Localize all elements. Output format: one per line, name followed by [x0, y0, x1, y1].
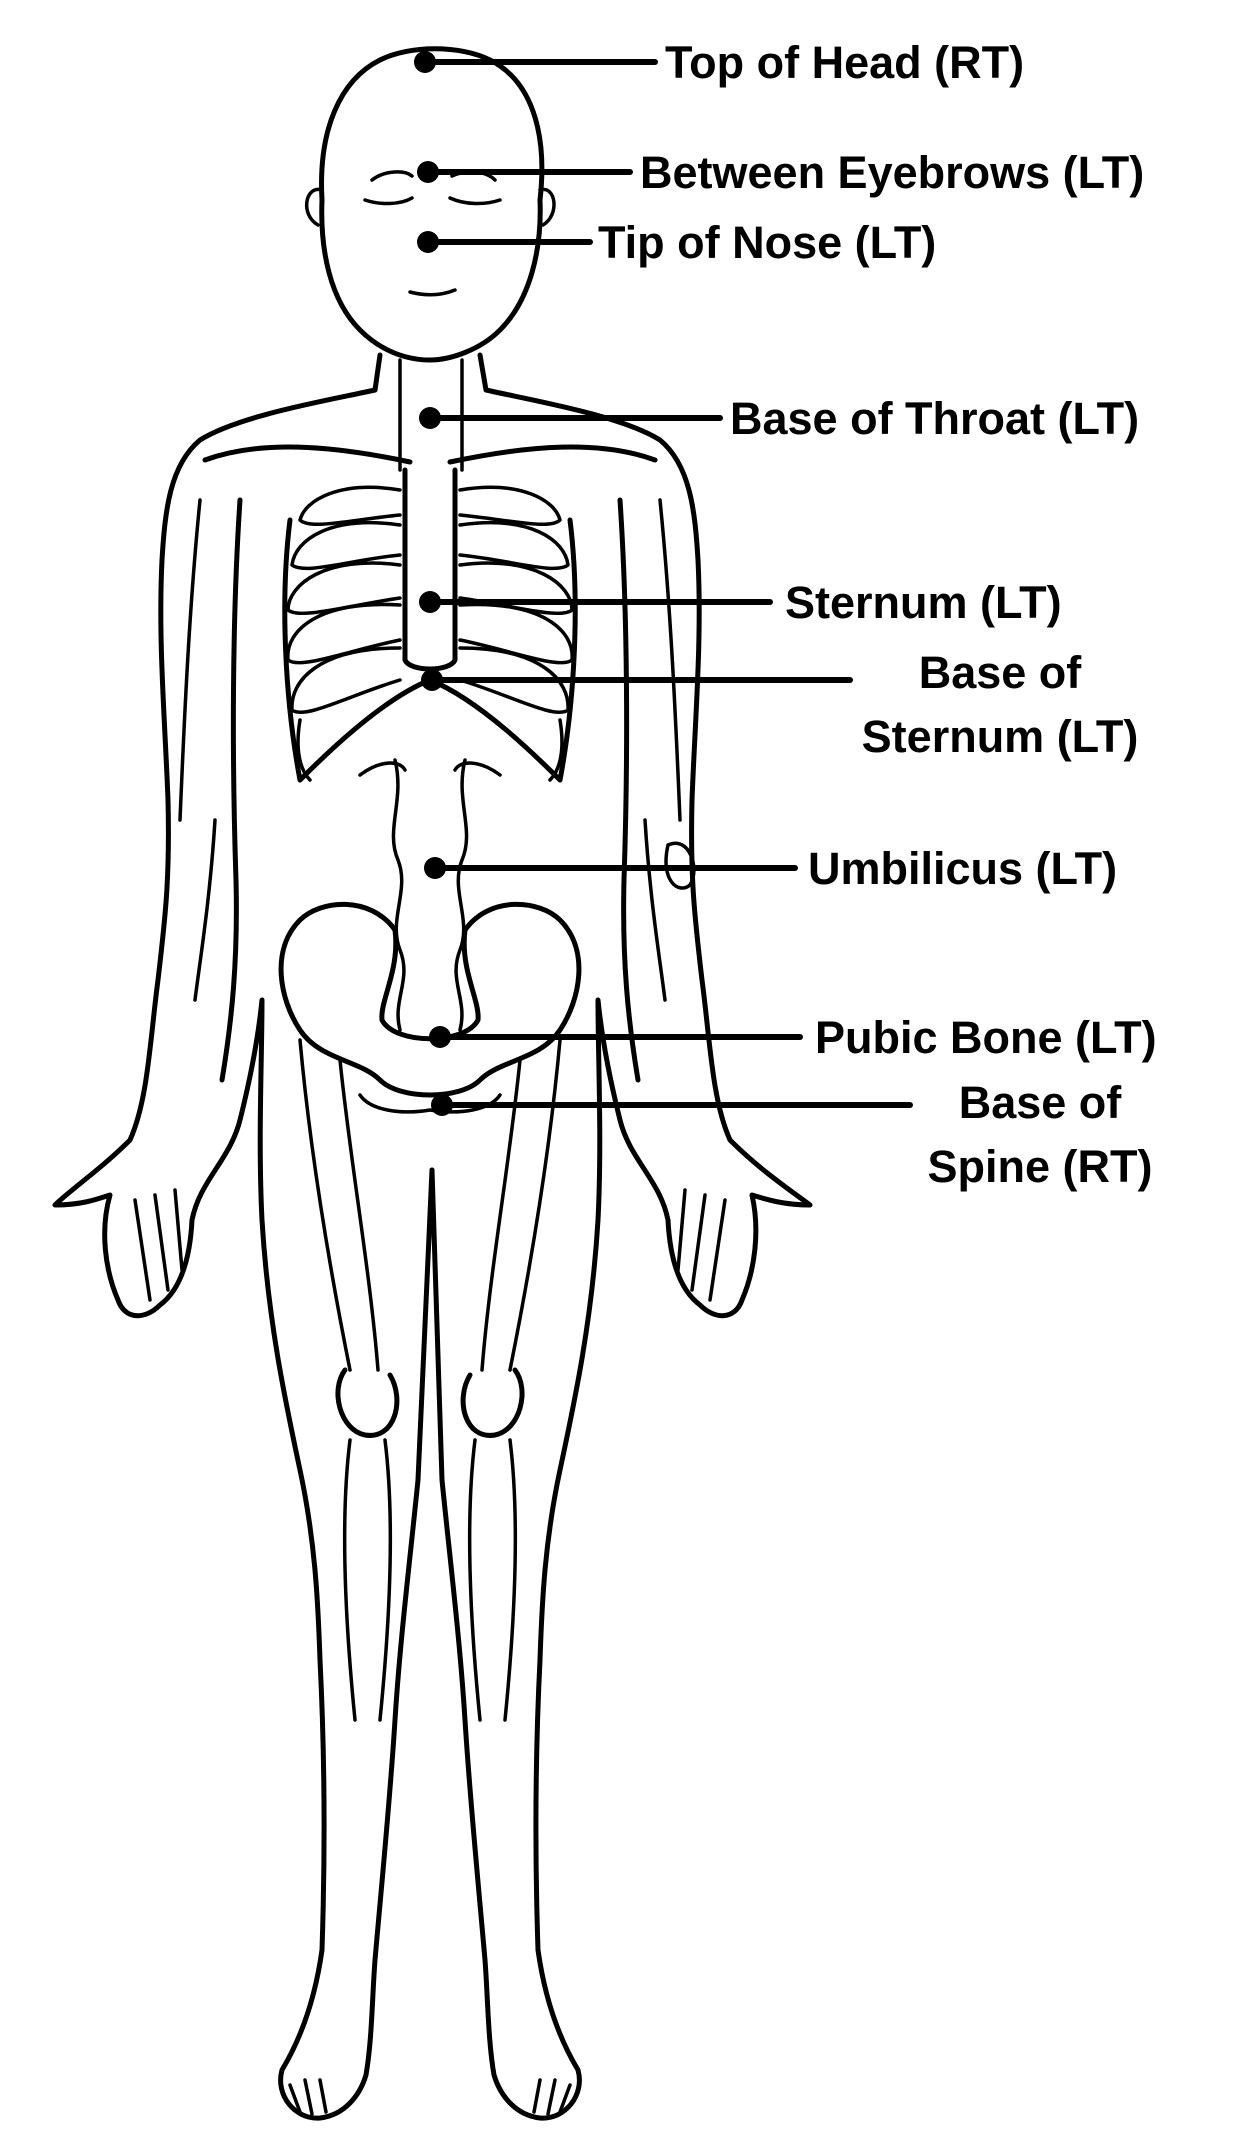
label-base-of-sternum-line1: Base of [919, 647, 1083, 698]
sternum-bone [405, 470, 455, 669]
dot-between-eyebrows [417, 161, 439, 183]
right-clavicle [450, 447, 655, 462]
dot-base-of-sternum [421, 669, 443, 691]
dot-sternum [419, 591, 441, 613]
left-femur [300, 1040, 378, 1370]
dot-base-of-spine [431, 1094, 453, 1116]
right-eye [450, 198, 500, 204]
label-base-of-sternum-line2: Sternum (LT) [862, 711, 1139, 762]
left-brow [372, 172, 412, 180]
right-inner-arm [620, 500, 638, 1080]
left-inner-arm [222, 500, 240, 1080]
lumbar-left [393, 760, 403, 1030]
left-clavicle [205, 447, 410, 462]
mouth [410, 290, 455, 295]
label-pubic-bone: Pubic Bone (LT) [815, 1012, 1157, 1063]
left-body-outline [55, 355, 432, 2118]
lumbar-top [360, 763, 500, 775]
lumbar-right [456, 760, 466, 1030]
label-top-of-head: Top of Head (RT) [665, 37, 1024, 88]
dot-umbilicus [424, 857, 446, 879]
left-knee [338, 1370, 397, 1435]
right-knee [463, 1370, 522, 1435]
left-tibia [345, 1440, 391, 1720]
body-outline [55, 49, 810, 2118]
label-base-of-throat: Base of Throat (LT) [730, 393, 1139, 444]
pelvis [281, 904, 579, 1095]
right-tibia [470, 1440, 516, 1720]
label-tip-of-nose: Tip of Nose (LT) [598, 217, 936, 268]
dot-pubic-bone [429, 1026, 451, 1048]
left-eye [365, 198, 412, 204]
left-arm-bones [180, 500, 215, 1000]
label-umbilicus: Umbilicus (LT) [808, 843, 1117, 894]
dot-top-of-head [414, 51, 436, 73]
dot-base-of-throat [419, 407, 441, 429]
label-base-of-spine-line1: Base of [959, 1077, 1123, 1128]
label-sternum: Sternum (LT) [785, 577, 1062, 628]
right-body-outline [432, 355, 810, 2118]
dot-tip-of-nose [417, 231, 439, 253]
right-femur [482, 1040, 560, 1370]
head-outline [322, 49, 542, 360]
labels: Top of Head (RT) Between Eyebrows (LT) T… [598, 37, 1157, 1192]
label-base-of-spine-line2: Spine (RT) [928, 1141, 1153, 1192]
right-arm-bones [645, 500, 680, 1000]
label-between-eyebrows: Between Eyebrows (LT) [640, 147, 1144, 198]
